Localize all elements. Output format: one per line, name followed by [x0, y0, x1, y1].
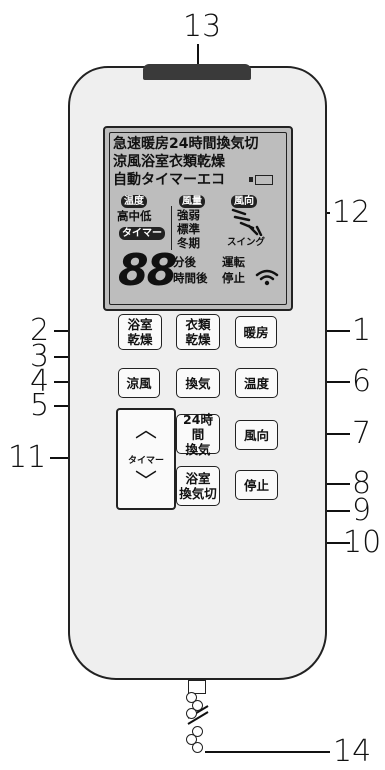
lcd-divider: [171, 206, 172, 250]
temperature-button[interactable]: 温度: [235, 368, 278, 398]
lcd-frame: [109, 132, 287, 305]
timer-up-button[interactable]: ︿: [134, 418, 157, 443]
lcd-air-winter: 冬期: [177, 236, 200, 250]
lcd-air-strength: 強弱: [177, 208, 200, 222]
lcd-tag-timer: タイマー: [119, 227, 165, 240]
lcd-display: 急速暖房24時間換気切 涼風浴室衣類乾燥 自動タイマーエコ 温度 風量 風向 高…: [103, 126, 293, 311]
strap-link: [192, 742, 203, 753]
lcd-row-1: 急速暖房24時間換気切: [113, 136, 259, 152]
lcd-temp-levels: 高中低: [117, 209, 152, 223]
callout-8: 8: [352, 466, 372, 501]
clothes-dry-button[interactable]: 衣類 乾燥: [176, 314, 220, 350]
stop-button[interactable]: 停止: [235, 470, 278, 500]
lcd-tag-temp: 温度: [121, 195, 147, 208]
callout-1: 1: [352, 313, 372, 348]
callout-4: 4: [30, 364, 50, 399]
lcd-hours-after: 時間後: [173, 271, 208, 285]
signal-icon: [255, 269, 279, 286]
battery-terminal: [249, 177, 253, 182]
callout-7: 7: [352, 416, 372, 451]
lcd-row-2: 涼風浴室衣類乾燥: [113, 154, 225, 170]
callout-12: 12: [332, 195, 371, 230]
callout-2: 2: [30, 313, 50, 348]
timer-down-button[interactable]: ﹀: [134, 470, 157, 495]
callout-5: 5: [30, 388, 50, 423]
lcd-tag-direction: 風向: [231, 195, 257, 208]
vent-24h-button[interactable]: 24時間 換気: [176, 412, 220, 457]
lcd-minutes-after: 分後: [173, 255, 196, 269]
timer-label: タイマー: [127, 456, 164, 466]
lcd-stopped: 停止: [222, 271, 245, 285]
lcd-running: 運転: [222, 255, 245, 269]
heating-button[interactable]: 暖房: [235, 316, 277, 348]
ventilate-button[interactable]: 換気: [176, 368, 220, 398]
ir-emitter: [143, 64, 251, 80]
lcd-swing-label: スイング: [227, 237, 266, 248]
lcd-row-3: 自動タイマーエコ: [113, 172, 225, 188]
swing-louver-icon: [231, 208, 263, 236]
callout-11: 11: [8, 440, 47, 475]
callout-10: 10: [343, 525, 382, 560]
bath-vent-off-button[interactable]: 浴室 換気切: [176, 466, 220, 506]
strap-link: [192, 700, 203, 711]
callout-14: 14: [333, 734, 372, 769]
strap-link: [192, 726, 203, 737]
lcd-timer-digits: 88: [118, 245, 177, 296]
bath-dry-button[interactable]: 浴室 乾燥: [118, 314, 162, 350]
callout-9: 9: [352, 493, 372, 528]
lcd-air-standard: 標準: [177, 222, 200, 236]
strap-connector: [188, 680, 206, 694]
air-direction-button[interactable]: 風向: [235, 420, 278, 450]
callout-3: 3: [30, 339, 50, 374]
cool-air-button[interactable]: 涼風: [118, 368, 160, 398]
strap-link: [186, 708, 197, 719]
strap-link: [186, 692, 197, 703]
strap-link: [186, 734, 197, 745]
lcd-tag-air: 風量: [179, 195, 205, 208]
callout-13: 13: [183, 9, 222, 44]
timer-button-group: ︿ タイマー ﹀: [116, 408, 176, 510]
callout-6: 6: [352, 364, 372, 399]
battery-icon: [255, 175, 273, 185]
